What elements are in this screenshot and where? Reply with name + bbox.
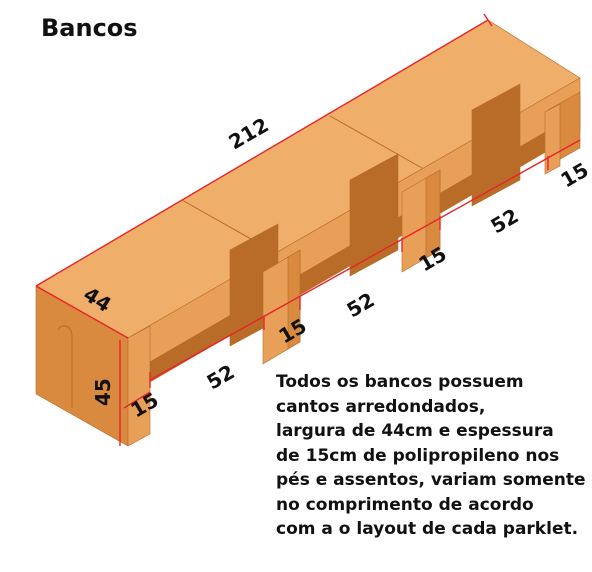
dimension-length-label: 212 bbox=[225, 113, 273, 155]
module-seam bbox=[329, 115, 423, 169]
description-line: no comprimento de acordo bbox=[276, 494, 534, 515]
description-line: largura de 44cm e espessura bbox=[276, 421, 554, 441]
bench-leg bbox=[544, 103, 561, 175]
bench-description: Todos os bancos possuem cantos arredonda… bbox=[276, 370, 592, 542]
description-line: de 15cm de polipropileno nos bbox=[276, 445, 560, 466]
description-line: pés e assentos, variam somente bbox=[276, 470, 586, 490]
page-title: Bancos bbox=[41, 14, 138, 42]
dimension-thickness-label: 15 bbox=[557, 158, 592, 193]
bench-end-front bbox=[127, 325, 151, 447]
dimension-gap-label: 52 bbox=[487, 204, 523, 239]
dimension-gap-label: 52 bbox=[343, 288, 379, 323]
description-line: cantos arredondados, bbox=[276, 396, 486, 417]
bench-leg bbox=[425, 169, 441, 259]
dimension-gap-label: 52 bbox=[203, 360, 239, 395]
description-line: Todos os bancos possuem bbox=[276, 372, 524, 392]
bench-end-groove bbox=[57, 325, 73, 408]
module-seam bbox=[181, 199, 275, 253]
dimension-lines bbox=[35, 13, 581, 446]
description-line: com a o layout de cada parklet. bbox=[276, 519, 579, 539]
dimension-height-label: 45 bbox=[91, 378, 115, 406]
